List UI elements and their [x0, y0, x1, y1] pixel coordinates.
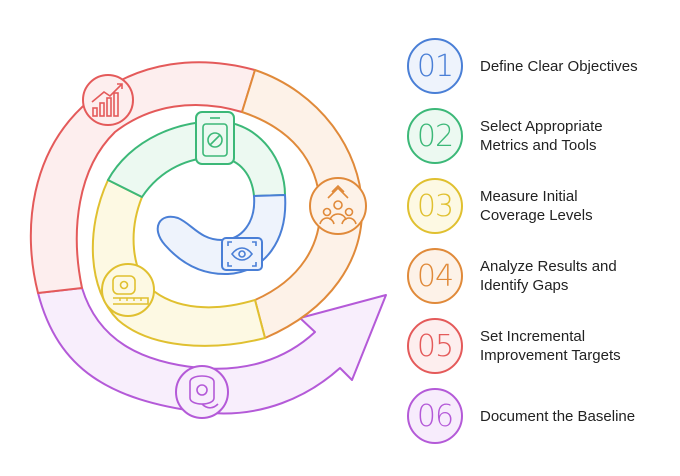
step-label-05: Set Incremental Improvement Targets — [480, 328, 621, 364]
step-number-06: 06 — [407, 388, 463, 444]
step-label-04: Analyze Results and Identify Gaps — [480, 258, 617, 294]
step-05: 05 Set Incremental Improvement Targets — [407, 316, 675, 376]
step-number-05: 05 — [407, 318, 463, 374]
step-label-06: Document the Baseline — [480, 407, 636, 425]
step-number-04: 04 — [407, 248, 463, 304]
spiral-diagram — [29, 61, 387, 419]
document-icon — [175, 365, 229, 419]
step-06: 06 Document the Baseline — [407, 386, 675, 446]
team-icon — [309, 177, 367, 235]
chart-growth-icon — [82, 74, 134, 126]
measure-icon — [101, 263, 155, 317]
tools-icon — [195, 111, 235, 165]
step-label-02: Select Appropriate Metrics and Tools — [480, 118, 603, 154]
step-04: 04 Analyze Results and Identify Gaps — [407, 246, 675, 306]
target-icon — [221, 237, 263, 271]
step-label-03: Measure Initial Coverage Levels — [480, 188, 593, 224]
step-03: 03 Measure Initial Coverage Levels — [407, 176, 675, 236]
step-number-02: 02 — [407, 108, 463, 164]
step-number-01: 01 — [407, 38, 463, 94]
step-01: 01 Define Clear Objectives — [407, 36, 675, 96]
spiral-segment-06 — [37, 287, 387, 415]
step-number-03: 03 — [407, 178, 463, 234]
step-label-01: Define Clear Objectives — [480, 57, 638, 75]
step-02: 02 Select Appropriate Metrics and Tools — [407, 106, 675, 166]
